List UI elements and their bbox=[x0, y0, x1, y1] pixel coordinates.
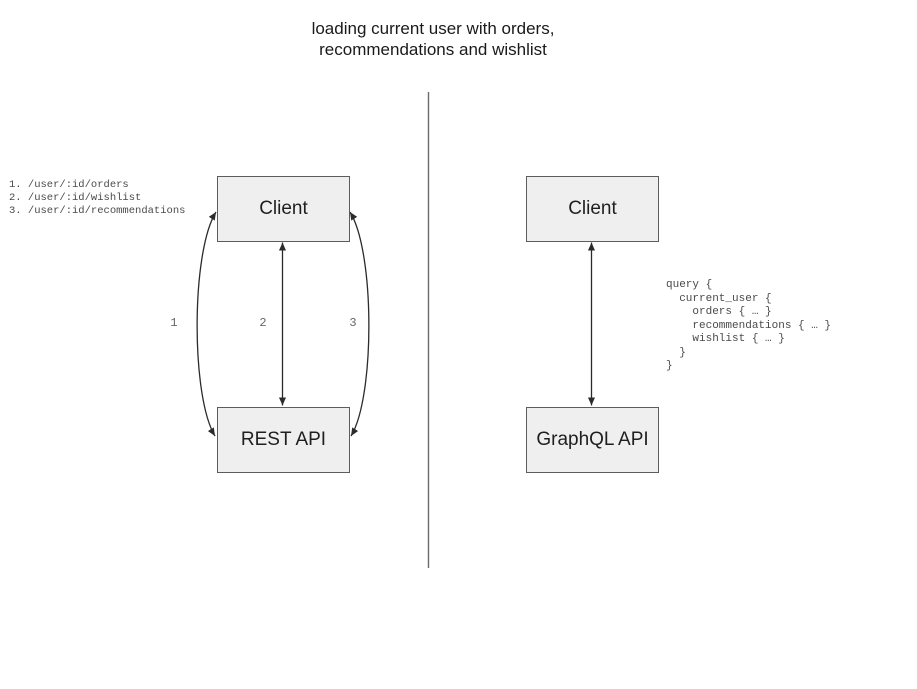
graphql-client-node-label: Client bbox=[568, 198, 617, 219]
rest-arrow-1-label: 1 bbox=[170, 316, 178, 330]
rest-endpoints-list: 1. /user/:id/orders 2. /user/:id/wishlis… bbox=[9, 179, 186, 217]
rest-api-node-label: REST API bbox=[240, 429, 327, 450]
rest-arrow-1-curve bbox=[196, 211, 217, 437]
graphql-query-code: query { current_user { orders { … } reco… bbox=[666, 279, 832, 372]
graphql-client-node: Client bbox=[526, 176, 659, 242]
rest-arrow-2-label: 2 bbox=[259, 316, 267, 330]
diagram-title: loading current user with orders, recomm… bbox=[311, 19, 555, 59]
rest-client-node: Client bbox=[217, 176, 350, 242]
rest-client-node-label: Client bbox=[259, 198, 308, 219]
graphql-api-node-label: GraphQL API bbox=[536, 429, 649, 450]
rest-arrow-3-label: 3 bbox=[349, 316, 357, 330]
graphql-api-node: GraphQL API bbox=[526, 407, 659, 473]
rest-api-node: REST API bbox=[217, 407, 350, 473]
